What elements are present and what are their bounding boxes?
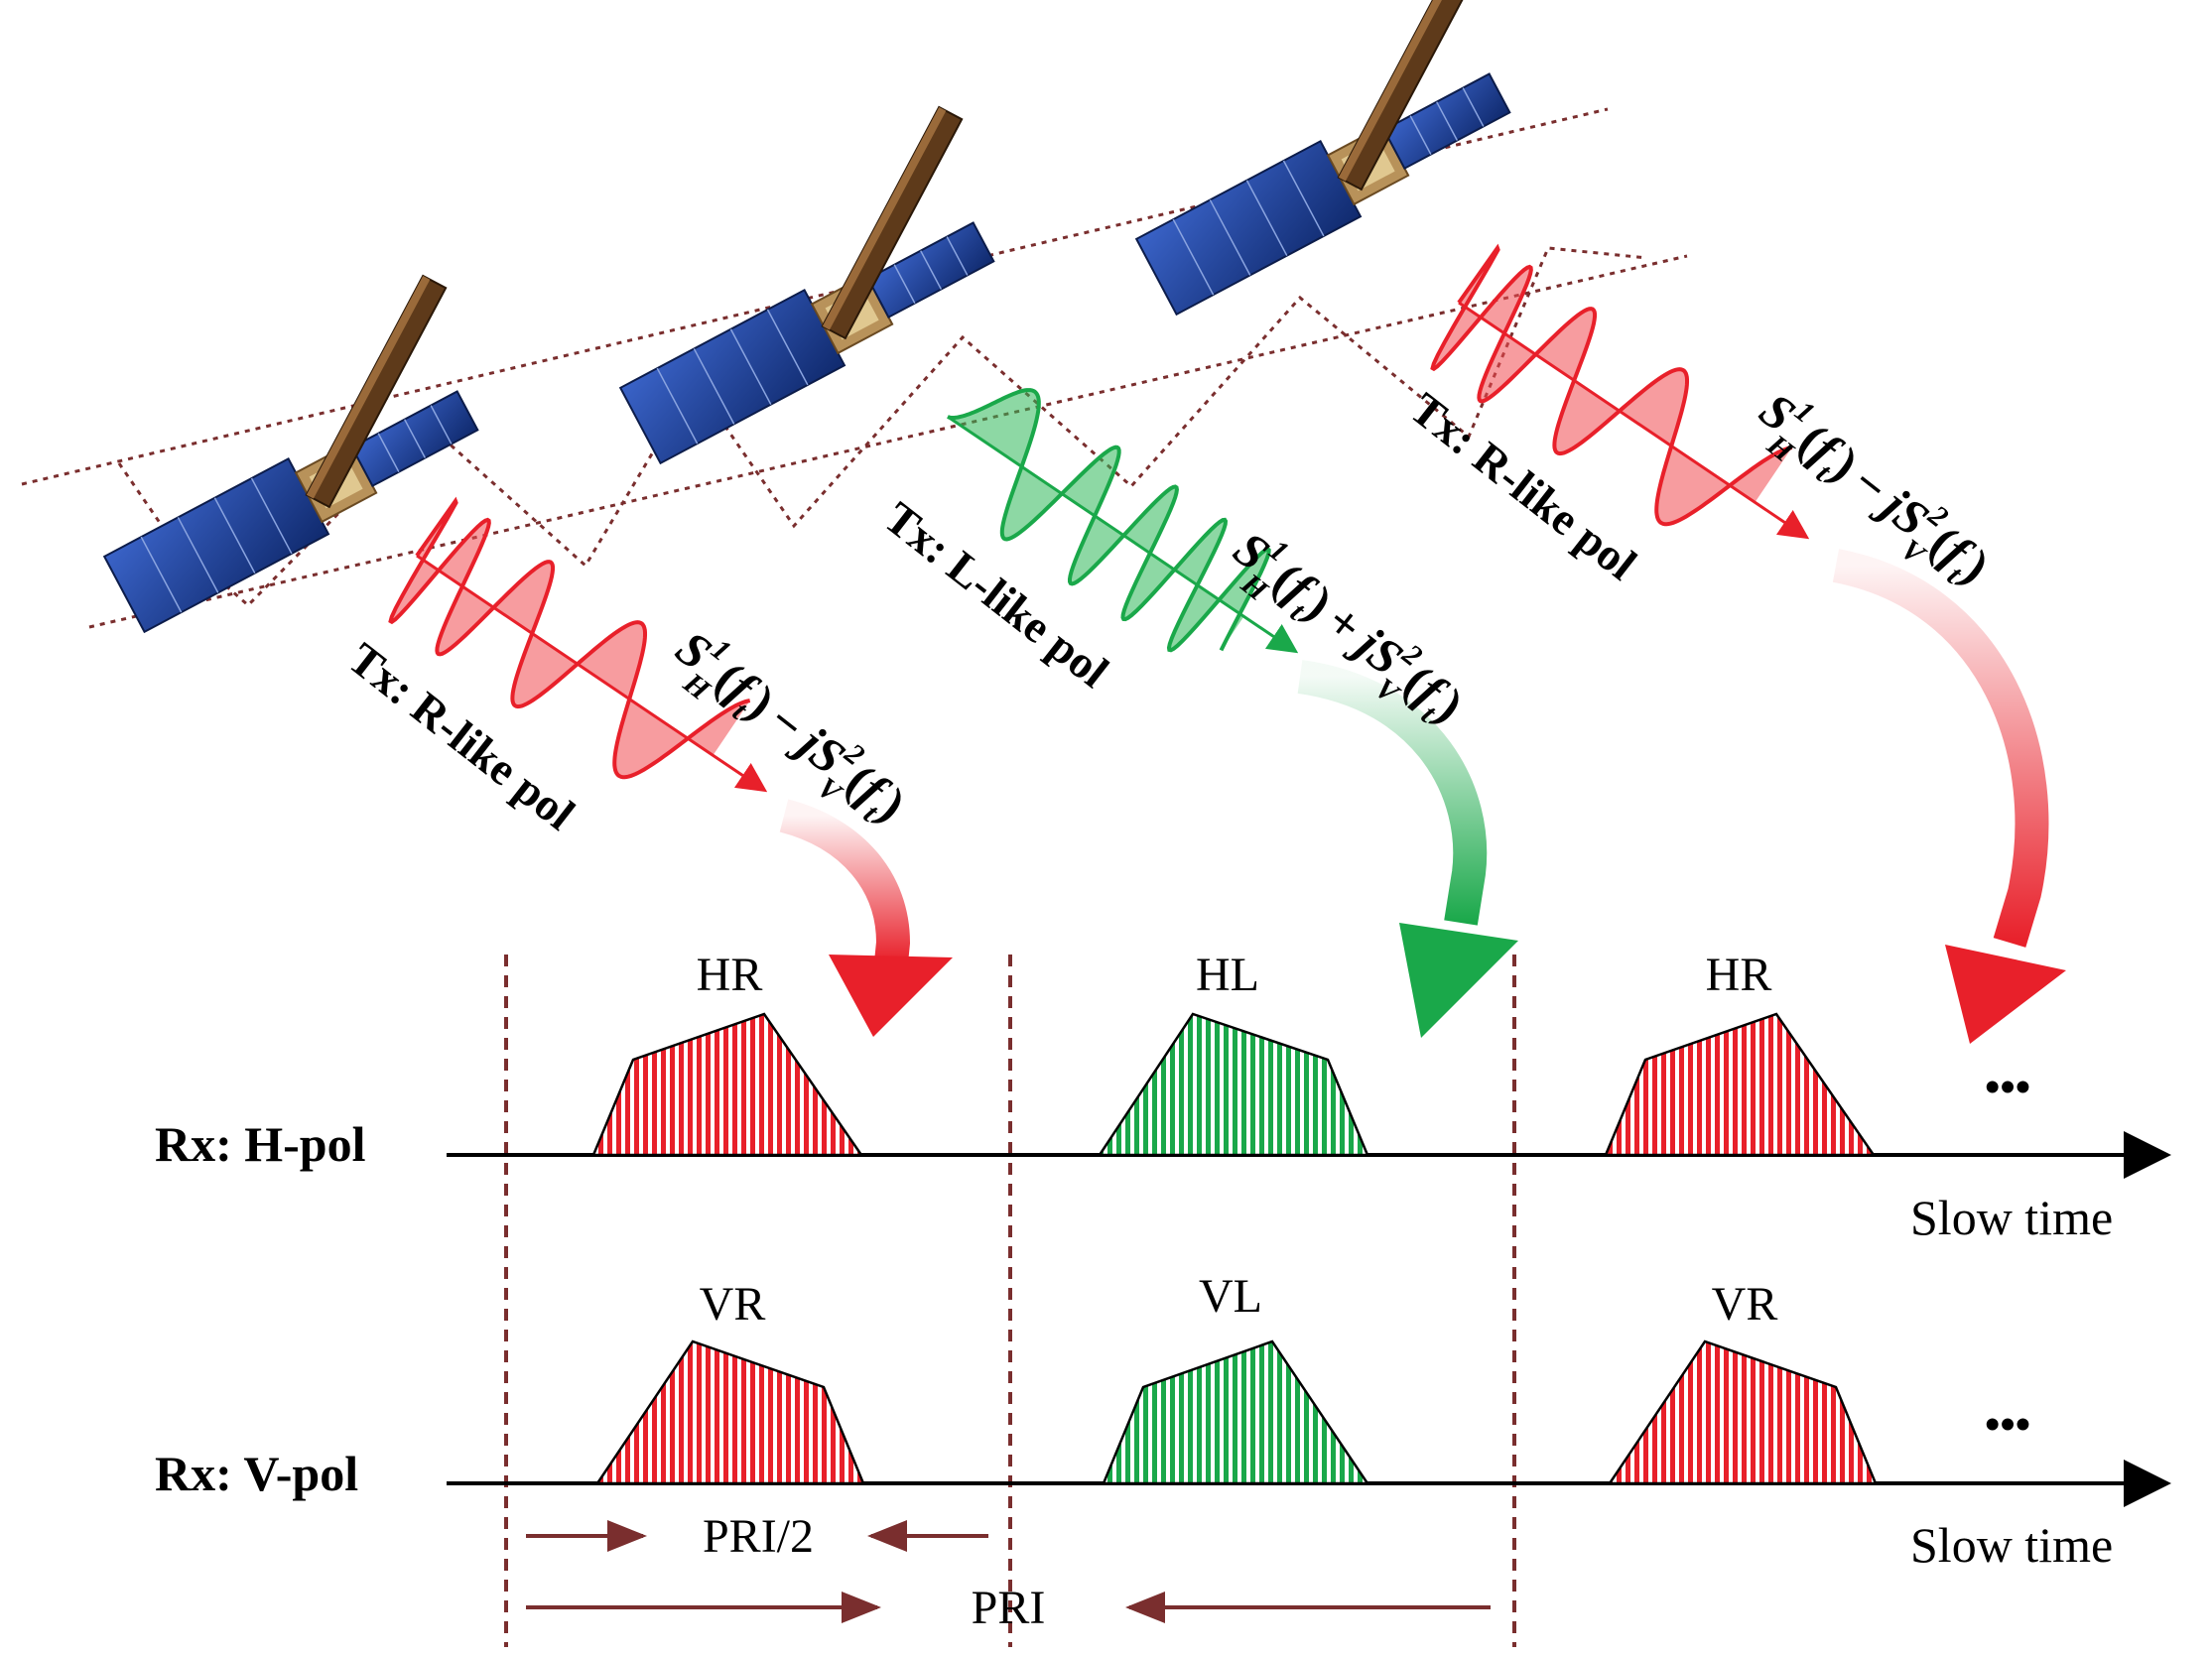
ellipsis-v: ••• — [1985, 1400, 2030, 1449]
half-pri-label: PRI/2 — [703, 1510, 814, 1563]
ellipsis-h: ••• — [1985, 1063, 2030, 1111]
pulse-label-vr-2: VR — [1712, 1278, 1778, 1331]
slow-time-label-h: Slow time — [1910, 1190, 2113, 1245]
waveform-r-1-curve — [388, 496, 751, 780]
svg-text:S1H(ft)+jS2V(ft): S1H(ft)+jS2V(ft) — [1214, 517, 1477, 746]
waveform-r-2 — [1430, 243, 1810, 540]
interval-arrows — [526, 1520, 1491, 1623]
waveform-r-2-curve — [1430, 243, 1793, 527]
pulse-label-vl: VL — [1199, 1270, 1262, 1323]
waveform-r-2-axis-arrow — [1458, 301, 1810, 540]
pulse-label-vr-1: VR — [700, 1278, 766, 1331]
arrow-head-red-1 — [829, 955, 953, 1037]
pri-label: PRI — [972, 1582, 1046, 1634]
waveform-r-1-fill — [390, 500, 750, 778]
rx-label-v: Rx: V-pol — [155, 1446, 358, 1501]
formula-2: S1H(ft)+jS2V(ft) — [1214, 517, 1477, 746]
waveform-r-1-axis-arrow — [416, 554, 768, 793]
tx-label-2: Tx: L-like pol — [875, 492, 1118, 698]
slow-time-label-v: Slow time — [1910, 1517, 2113, 1573]
pulse-vl — [1102, 1339, 1370, 1485]
pri-markers — [504, 955, 1516, 1647]
pulse-vr-1 — [594, 1339, 865, 1485]
arrow-head-red-2 — [1945, 945, 2066, 1044]
pulse-hr-1 — [591, 1012, 864, 1157]
satellite-3 — [1135, 0, 1521, 316]
pulse-labels: HR HL HR VR VL VR — [697, 949, 1778, 1331]
waveform-l-curve — [947, 388, 1271, 653]
waveform-l-fill — [948, 390, 1269, 651]
pulse-label-hr-2: HR — [1706, 949, 1772, 1001]
pulse-vr-2 — [1607, 1339, 1878, 1485]
h-pol-pulses — [591, 1012, 1877, 1157]
pulse-hr-2 — [1604, 1012, 1877, 1157]
v-pol-pulses — [594, 1339, 1878, 1485]
waveform-l-axis-arrow — [947, 415, 1299, 654]
pulse-hl — [1097, 1012, 1369, 1157]
arrow-head-green — [1399, 923, 1518, 1038]
waveform-l — [947, 388, 1299, 654]
transmitted-waveforms — [388, 243, 1810, 793]
pulse-label-hr-1: HR — [697, 949, 763, 1001]
waveform-r-1 — [388, 496, 768, 793]
satellite-2 — [619, 106, 1005, 464]
waveform-r-2-fill — [1432, 247, 1792, 525]
pulse-label-hl: HL — [1196, 949, 1259, 1001]
rx-label-h: Rx: H-pol — [155, 1116, 366, 1172]
curved-arrows — [779, 549, 2066, 1044]
